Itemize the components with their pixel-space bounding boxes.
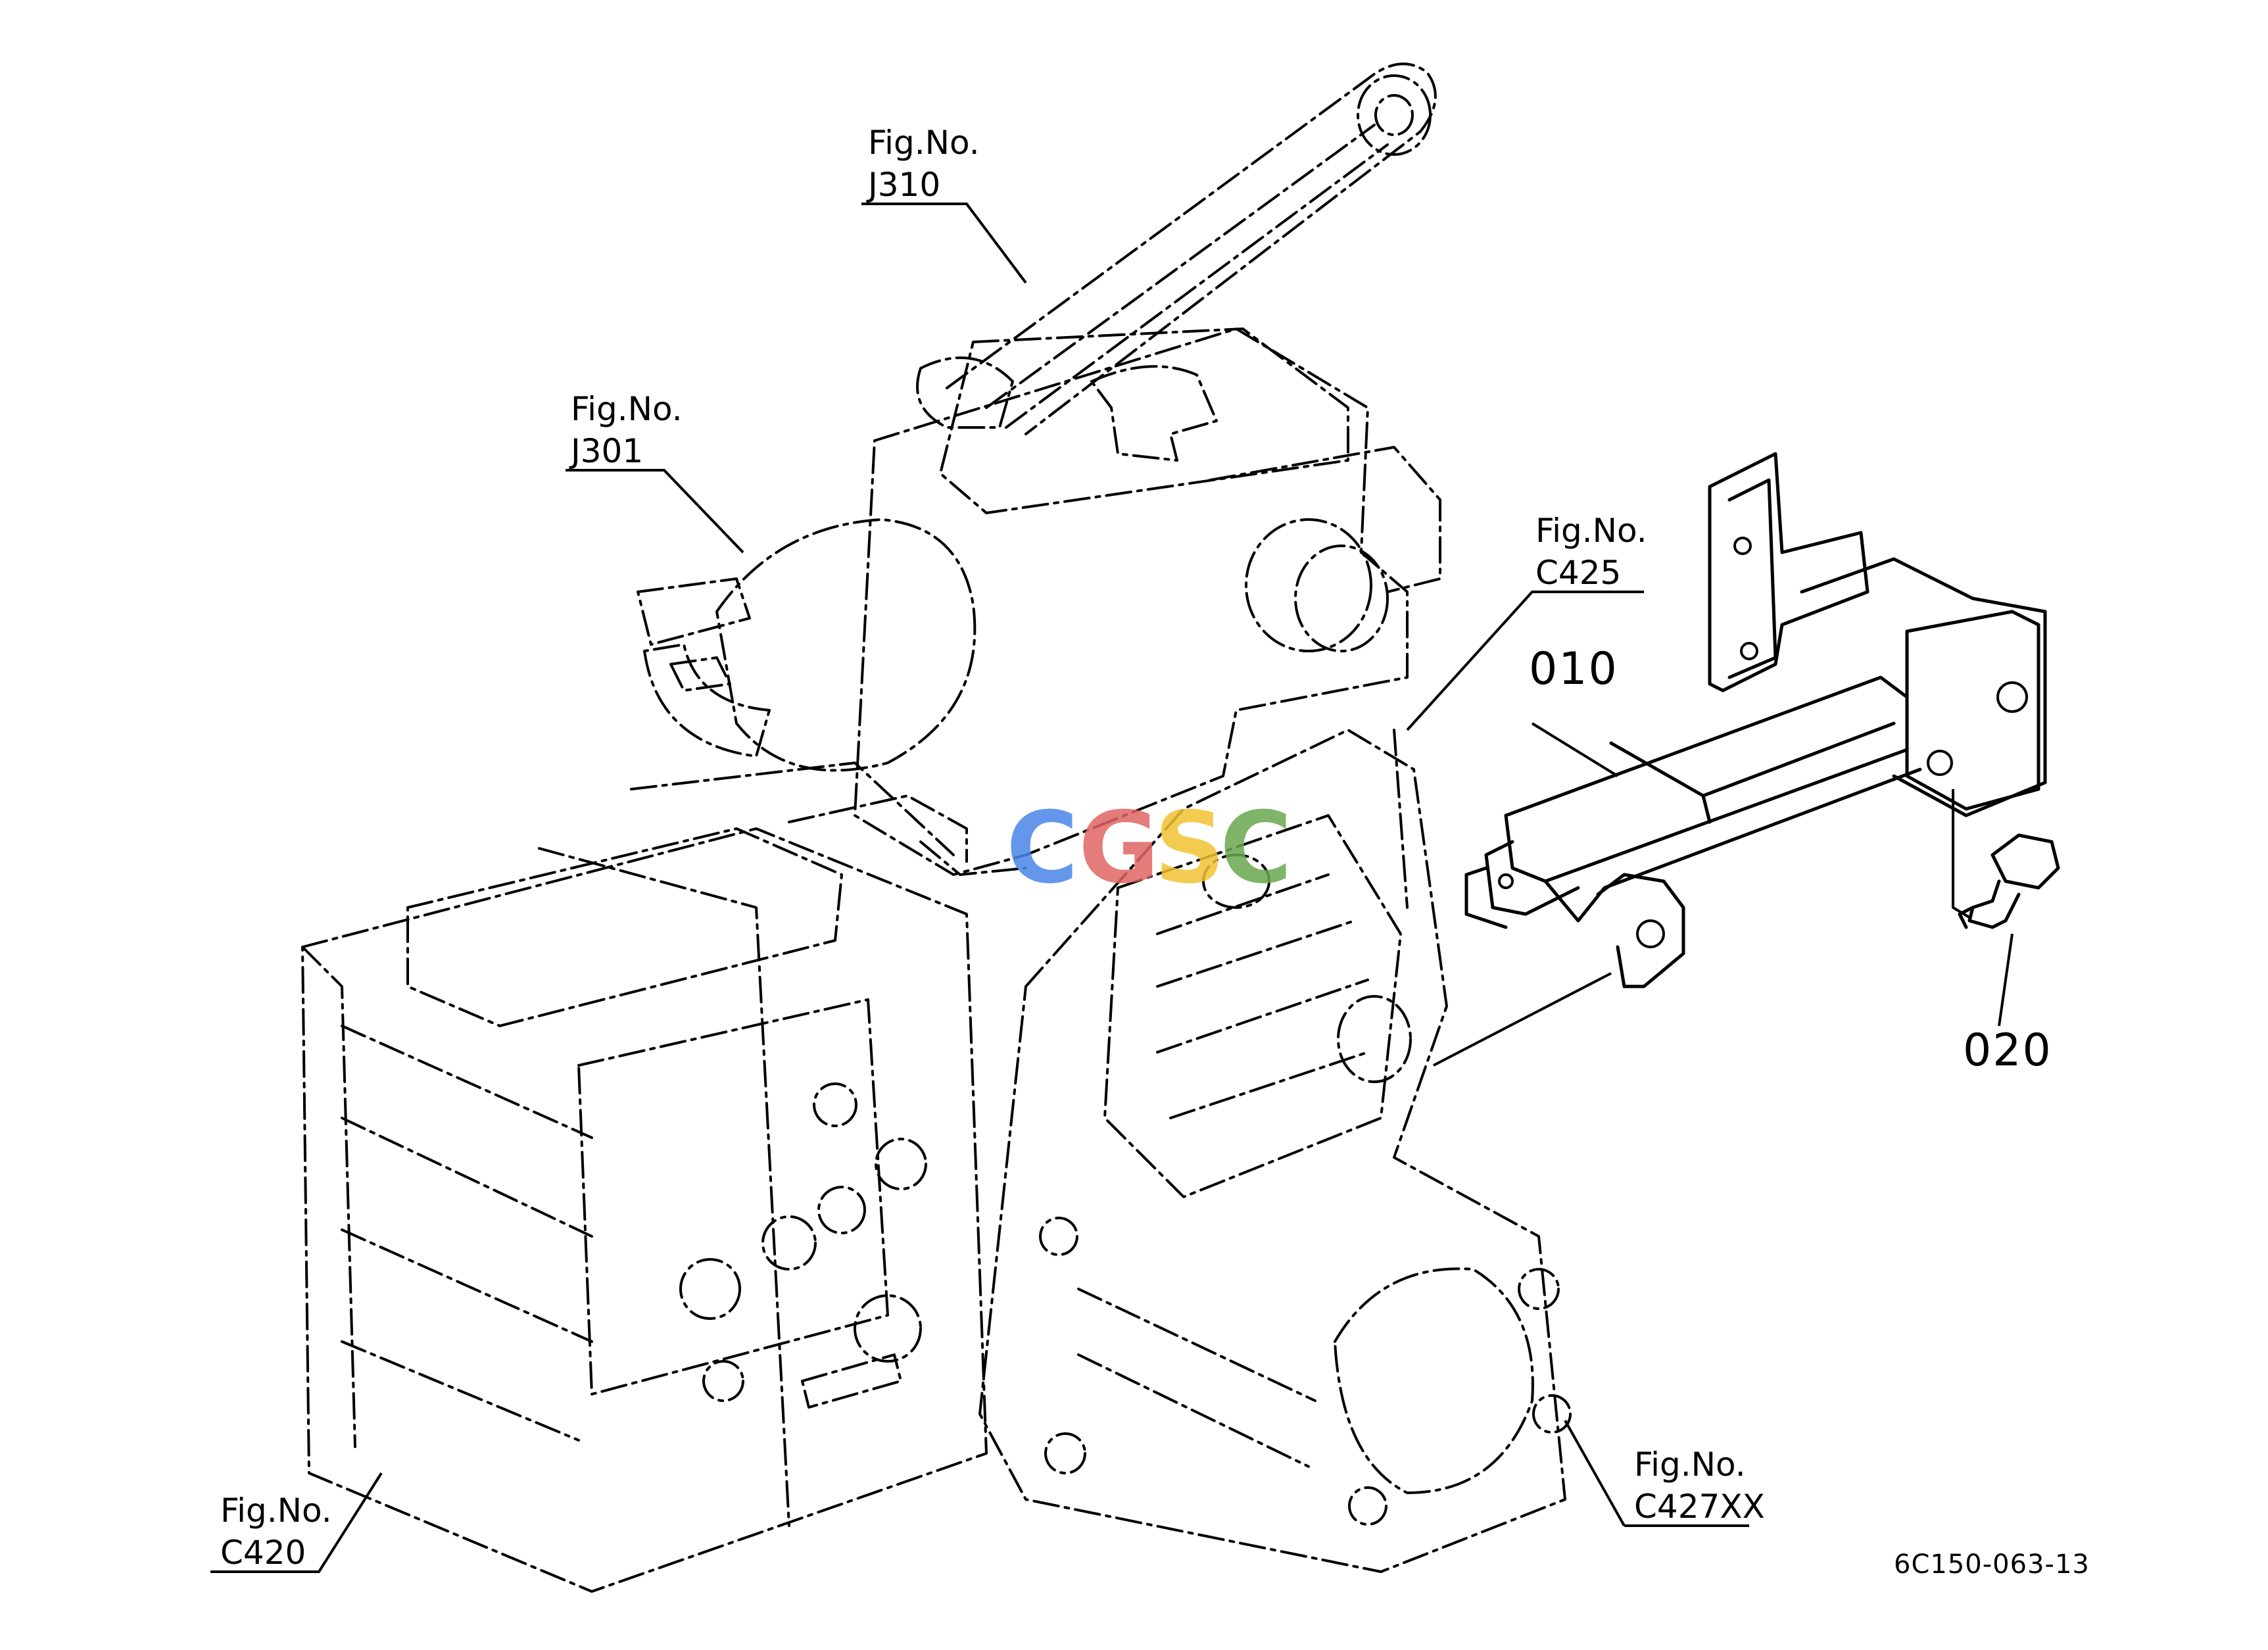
fig-ref-prefix: Fig.No. (1634, 1445, 1746, 1484)
leader-lines (210, 203, 2014, 1573)
fig-ref-c427xx: Fig.No. C427XX (1634, 1444, 1765, 1528)
fig-ref-prefix: Fig.No. (571, 390, 683, 428)
hydraulic-housing-outline (637, 328, 1441, 876)
fig-ref-prefix: Fig.No. (868, 124, 980, 162)
fig-ref-j310: Fig.No. J310 (868, 122, 980, 206)
part-callout-010: 010 (1529, 643, 1618, 695)
watermark-letter: C (1220, 791, 1292, 906)
fig-ref-c420: Fig.No. C420 (220, 1490, 332, 1574)
fig-ref-prefix: Fig.No. (220, 1492, 332, 1530)
fig-ref-j301: Fig.No. J301 (571, 388, 683, 472)
fig-ref-code: C420 (220, 1534, 306, 1572)
watermark-letter: G (1078, 791, 1159, 906)
lift-arm-outline (916, 62, 1437, 435)
fig-ref-code: C425 (1535, 554, 1622, 592)
fig-ref-c425: Fig.No. C425 (1535, 510, 1647, 594)
watermark-logo: C G S C (1006, 799, 1302, 898)
bracket-part-010 (1464, 452, 2047, 988)
fig-ref-code: C427XX (1634, 1488, 1765, 1526)
watermark-letter: S (1154, 791, 1225, 906)
watermark-letter: C (1006, 791, 1078, 906)
fig-ref-code: J301 (571, 432, 644, 470)
drawing-code: 6C150-063-13 (1894, 1549, 2090, 1580)
fig-ref-code: J310 (868, 166, 941, 204)
part-callout-020: 020 (1963, 1025, 2052, 1077)
bolt-part-020 (1958, 833, 2060, 929)
fig-ref-prefix: Fig.No. (1535, 512, 1647, 550)
transmission-case-outline (301, 762, 988, 1593)
rear-axle-case-outline (978, 729, 1572, 1573)
